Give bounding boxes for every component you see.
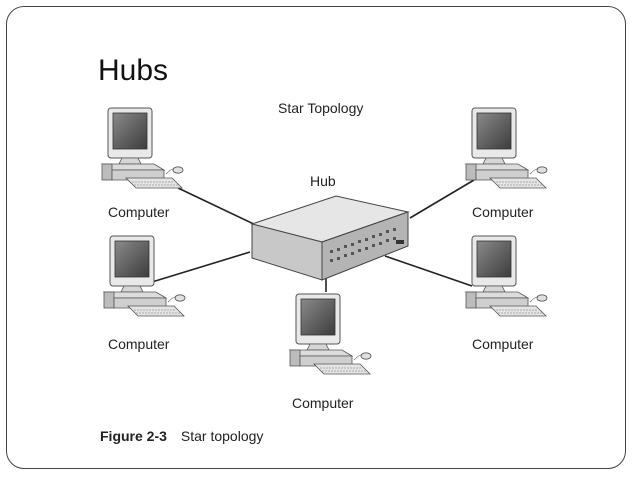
figure-caption: Figure 2-3 Star topology: [100, 428, 263, 444]
figure-caption-text: Star topology: [180, 428, 264, 444]
computer-label-bottom-right: Computer: [472, 336, 534, 352]
computer-label-bottom-left: Computer: [108, 336, 170, 352]
slide-title: Hubs: [98, 54, 169, 87]
computer-label-top-left: Computer: [108, 204, 170, 220]
cable-bottom-right: [384, 255, 473, 287]
cable-bottom-left: [151, 251, 251, 283]
hub-label: Hub: [310, 173, 336, 189]
cable-top-left: [177, 187, 263, 229]
figure-number: Figure 2-3: [100, 428, 167, 444]
hub-device: [250, 195, 410, 281]
cable-top-right: [409, 179, 475, 219]
computer-top-right: [465, 107, 548, 189]
computer-label-top-right: Computer: [472, 204, 534, 220]
computer-bottom-right: [465, 235, 548, 317]
computer-bottom-center: [289, 293, 372, 375]
computer-label-bottom-center: Computer: [292, 395, 354, 411]
diagram-title: Star Topology: [278, 100, 364, 116]
computer-top-left: [101, 107, 184, 189]
